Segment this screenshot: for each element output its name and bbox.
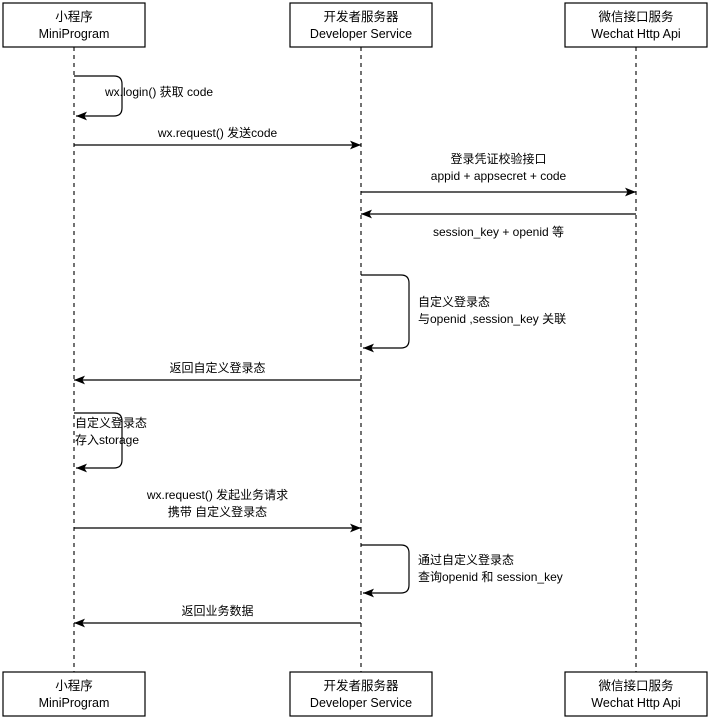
actor-name-cn: 开发者服务器 xyxy=(323,9,399,24)
actor-box-rect xyxy=(564,671,708,717)
message-msg-login-verify[interactable]: 登录凭证校验接口 appid + appsecret + code xyxy=(361,151,636,197)
message-label: 存入storage xyxy=(75,433,139,447)
actor-name-en: Wechat Http Api xyxy=(591,27,680,41)
message-label: wx.request() 发起业务请求 xyxy=(146,487,288,502)
actor-name-en: MiniProgram xyxy=(39,27,110,41)
message-msg-return-custom-login-state[interactable]: 返回自定义登录态 xyxy=(74,360,361,385)
message-label: 登录凭证校验接口 xyxy=(450,151,546,166)
actor-name-cn: 小程序 xyxy=(55,678,93,693)
message-label: 通过自定义登录态 xyxy=(418,552,514,567)
actor-box-bottom-miniprogram[interactable]: 小程序 MiniProgram xyxy=(2,671,146,717)
actor-box-rect xyxy=(564,2,708,48)
lifelines-layer xyxy=(73,47,637,672)
message-label: 返回业务数据 xyxy=(181,603,253,618)
actor-box-top-wechat-http-api[interactable]: 微信接口服务 Wechat Http Api xyxy=(564,2,708,48)
message-label: session_key + openid 等 xyxy=(433,225,564,239)
actor-name-en: Developer Service xyxy=(310,27,412,41)
messages-layer: wx.login() 获取 code wx.request() 发送code 登录凭… xyxy=(74,75,636,628)
message-label: 返回自定义登录态 xyxy=(169,360,265,375)
actor-name-en: MiniProgram xyxy=(39,696,110,710)
actor-name-cn: 微信接口服务 xyxy=(598,9,673,24)
message-msg-return-business-data[interactable]: 返回业务数据 xyxy=(74,603,361,628)
self-message-loop xyxy=(361,274,410,353)
actor-box-rect xyxy=(2,2,146,48)
actor-box-rect xyxy=(289,2,433,48)
message-label: 与openid ,session_key 关联 xyxy=(418,312,566,326)
message-label: 查询openid 和 session_key xyxy=(418,570,563,584)
actor-name-cn: 微信接口服务 xyxy=(598,678,673,693)
self-message-loop xyxy=(361,544,410,598)
actor-name-cn: 小程序 xyxy=(55,9,93,24)
actor-name-cn: 开发者服务器 xyxy=(323,678,399,693)
message-msg-wx-request-code[interactable]: wx.request() 发送code xyxy=(74,125,361,150)
message-label: wx.request() 发送code xyxy=(157,125,278,140)
actor-box-rect xyxy=(2,671,146,717)
message-label: appid + appsecret + code xyxy=(431,169,567,183)
message-label: wx.login() 获取 code xyxy=(104,85,213,99)
actor-box-top-miniprogram[interactable]: 小程序 MiniProgram xyxy=(2,2,146,48)
self-message-loop xyxy=(74,412,123,473)
actor-name-en: Wechat Http Api xyxy=(591,696,680,710)
message-label: 自定义登录态 xyxy=(418,294,490,309)
message-msg-wx-login[interactable]: wx.login() 获取 code xyxy=(74,75,213,121)
actor-box-rect xyxy=(289,671,433,717)
actor-box-bottom-developer-service[interactable]: 开发者服务器 Developer Service xyxy=(289,671,433,717)
actor-box-top-developer-service[interactable]: 开发者服务器 Developer Service xyxy=(289,2,433,48)
self-message-loop xyxy=(74,75,123,121)
actor-name-en: Developer Service xyxy=(310,696,412,710)
message-label: 自定义登录态 xyxy=(75,415,147,430)
message-msg-session-key[interactable]: session_key + openid 等 xyxy=(361,209,636,239)
message-label: 携带 自定义登录态 xyxy=(168,504,267,519)
actor-box-bottom-wechat-http-api[interactable]: 微信接口服务 Wechat Http Api xyxy=(564,671,708,717)
